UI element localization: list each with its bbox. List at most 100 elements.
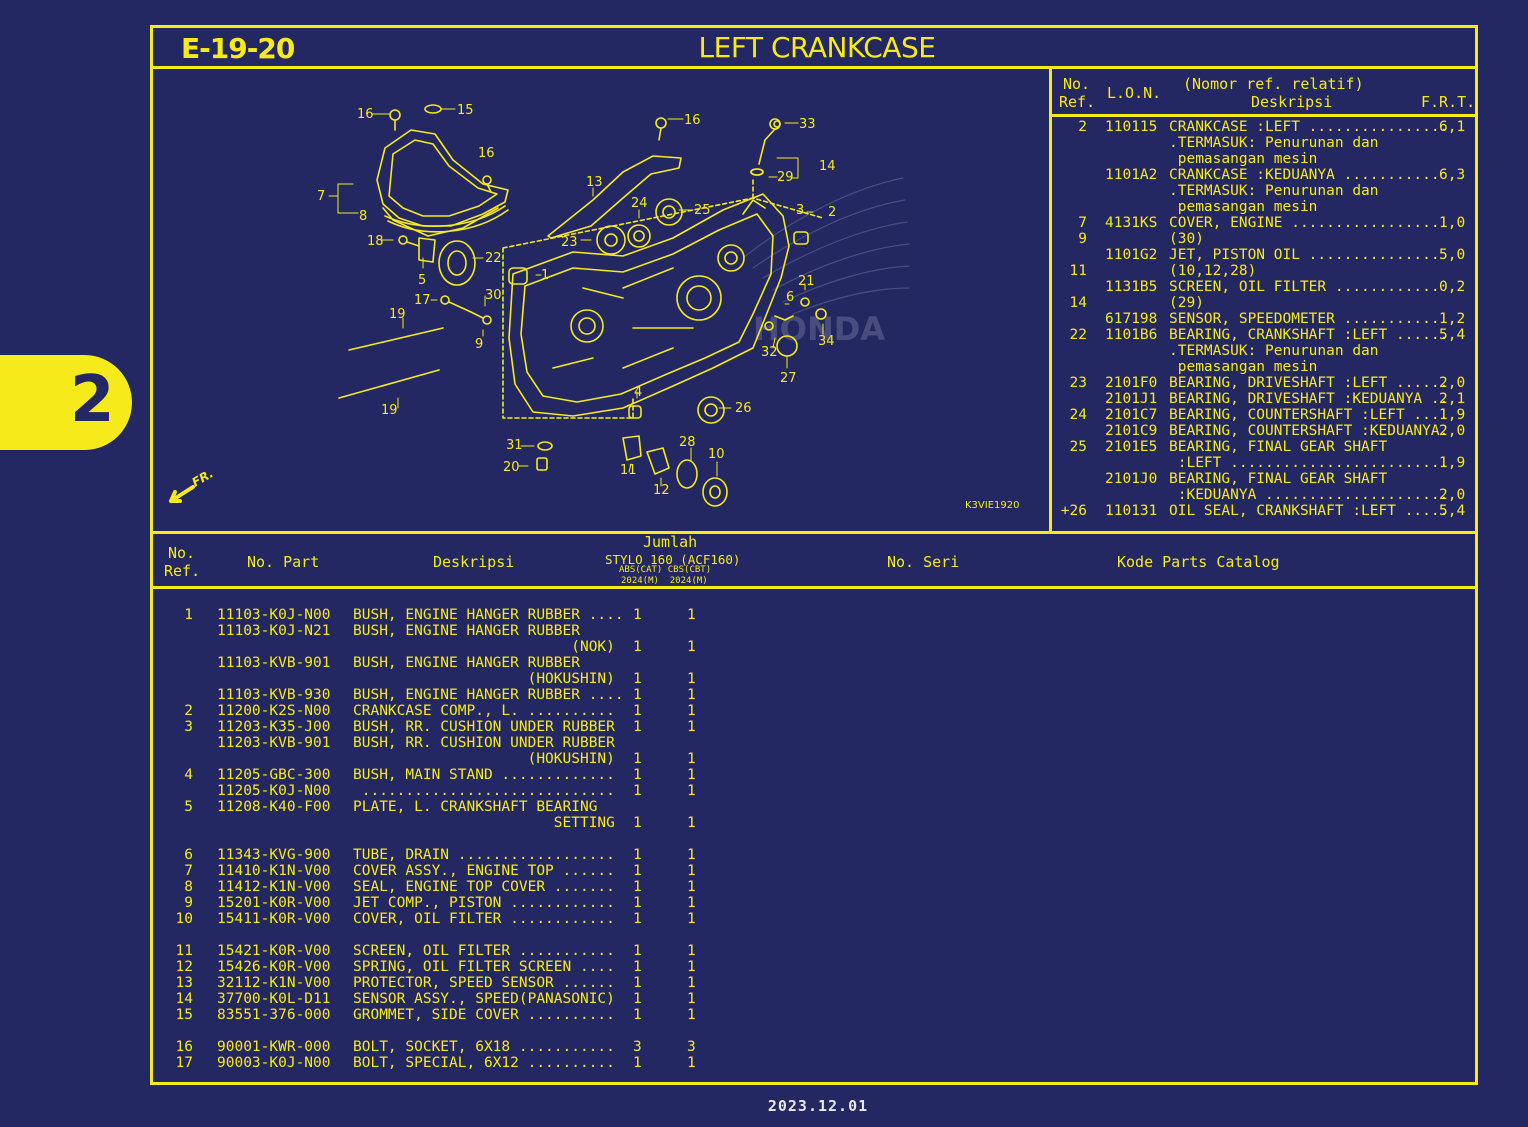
lon-ref: 24 [1069, 407, 1087, 423]
callout-24: 24 [631, 196, 648, 211]
lon-desc: :KEDUANYA ..................... [1169, 487, 1449, 503]
parts-q1: 1 [633, 607, 642, 623]
bolt-16-top [389, 109, 401, 131]
parts-desc: BOLT, SOCKET, 6X18 ........... [353, 1039, 615, 1055]
parts-q1: 1 [633, 719, 642, 735]
lon-head-no: No. [1063, 75, 1091, 93]
parts-pn: 11205-K0J-N00 [217, 783, 331, 799]
callout-16a: 16 [357, 107, 374, 122]
callout-26: 26 [735, 401, 752, 416]
parts-q1: 1 [633, 959, 642, 975]
lon-frt: 1,2 [1439, 311, 1466, 327]
parts-ref: 4 [184, 767, 193, 783]
lon-desc: CRANKCASE :KEDUANYA ........... [1169, 167, 1440, 183]
exploded-diagram[interactable]: HONDA [153, 68, 1046, 528]
parts-q1: 1 [633, 703, 642, 719]
o-ring-29 [750, 168, 764, 176]
parts-q2: 1 [687, 767, 696, 783]
lon-head-nomor: (Nomor ref. relatif) [1183, 75, 1364, 93]
grommet-15 [424, 104, 442, 114]
lon-row: 14(29) [1057, 295, 1477, 311]
callout-16b: 16 [684, 113, 701, 128]
parts-q2: 1 [687, 847, 696, 863]
lon-desc: pemasangan mesin [1169, 199, 1318, 215]
parts-pn: 11205-GBC-300 [217, 767, 331, 783]
callout-34: 34 [818, 334, 835, 349]
lon-row: .TERMASUK: Penurunan dan [1057, 343, 1477, 359]
lon-row: 617198 SENSOR, SPEEDOMETER ...........1,2 [1057, 311, 1477, 327]
parts-row: 1 11103-K0J-N00 BUSH, ENGINE HANGER RUBBER… [3, 607, 903, 623]
parts-head-catalog: Kode Parts Catalog [1117, 553, 1280, 571]
lon-lon: 617198 [1105, 311, 1158, 327]
lon-frt: 1,9 [1439, 407, 1466, 423]
parts-q1: 1 [633, 751, 642, 767]
page-code: E-19-20 [181, 32, 295, 65]
lon-frt: 2,0 [1439, 375, 1466, 391]
table-header-divider [153, 586, 1475, 589]
parts-head-jumlah: Jumlah [643, 533, 698, 551]
plate-5 [418, 237, 436, 263]
parts-pn: 11103-K0J-N00 [217, 607, 331, 623]
bush-3 [793, 231, 809, 245]
parts-desc: SPRING, OIL FILTER SCREEN .... [353, 959, 615, 975]
lon-ref: 23 [1069, 375, 1087, 391]
lon-desc: SENSOR, SPEEDOMETER ........... [1169, 311, 1440, 327]
parts-desc: SETTING [353, 815, 615, 831]
parts-desc: BUSH, ENGINE HANGER RUBBER [353, 655, 580, 671]
lon-desc: CRANKCASE :LEFT ................ [1169, 119, 1449, 135]
lon-desc: BEARING, COUNTERSHAFT :LEFT .... [1169, 407, 1449, 423]
lon-row: pemasangan mesin [1057, 199, 1477, 215]
parts-desc: BUSH, ENGINE HANGER RUBBER .... [353, 687, 624, 703]
oil-filter-screen-11 [622, 435, 642, 461]
parts-q2: 1 [687, 1055, 696, 1071]
spring-12 [646, 447, 670, 475]
lon-ref: 9 [1078, 231, 1087, 247]
parts-head-part: No. Part [247, 553, 320, 571]
parts-desc: TUBE, DRAIN .................. [353, 847, 615, 863]
parts-q1: 1 [633, 639, 642, 655]
parts-q2: 1 [687, 975, 696, 991]
parts-q2: 1 [687, 783, 696, 799]
section-tab[interactable]: 2 [0, 355, 132, 450]
lon-desc: (29) [1169, 295, 1204, 311]
parts-desc: BOLT, SPECIAL, 6X12 .......... [353, 1055, 615, 1071]
bolt-16-mid [482, 175, 492, 193]
parts-desc: PROTECTOR, SPEED SENSOR ...... [353, 975, 615, 991]
parts-head-ref: Ref. [164, 562, 201, 580]
lon-desc: .TERMASUK: Penurunan dan [1169, 183, 1379, 199]
front-label: FR. [190, 466, 216, 489]
assembly-outline [502, 177, 824, 419]
parts-desc: (HOKUSHIN) [353, 751, 615, 767]
parts-q1: 3 [633, 1039, 642, 1055]
lon-desc: BEARING, DRIVESHAFT :KEDUANYA .. [1169, 391, 1449, 407]
header-divider [153, 66, 1475, 69]
lon-frt: 2,0 [1439, 423, 1466, 439]
callout-6: 6 [786, 290, 794, 305]
parts-pn: 11203-K35-J00 [217, 719, 331, 735]
dowel-32 [764, 321, 774, 331]
parts-head-model: STYLO 160 (ACF160) [605, 552, 741, 567]
callout-33: 33 [799, 117, 816, 132]
parts-head-variants: ABS(CAT) CBS(CBT) [619, 565, 712, 575]
parts-q2: 1 [687, 719, 696, 735]
parts-desc: BUSH, ENGINE HANGER RUBBER .... [353, 607, 624, 623]
parts-q2: 3 [687, 1039, 696, 1055]
parts-pn: 11208-K40-F00 [217, 799, 331, 815]
bush-1 [508, 267, 528, 285]
section-tab-label: 2 [70, 363, 115, 437]
lon-lon: 4131KS [1105, 215, 1158, 231]
page-title: LEFT CRANKCASE [698, 31, 936, 64]
callout-leaders [328, 108, 824, 487]
parts-pn: 15421-K0R-V00 [217, 943, 331, 959]
lon-head-desc: Deskripsi [1251, 93, 1333, 111]
